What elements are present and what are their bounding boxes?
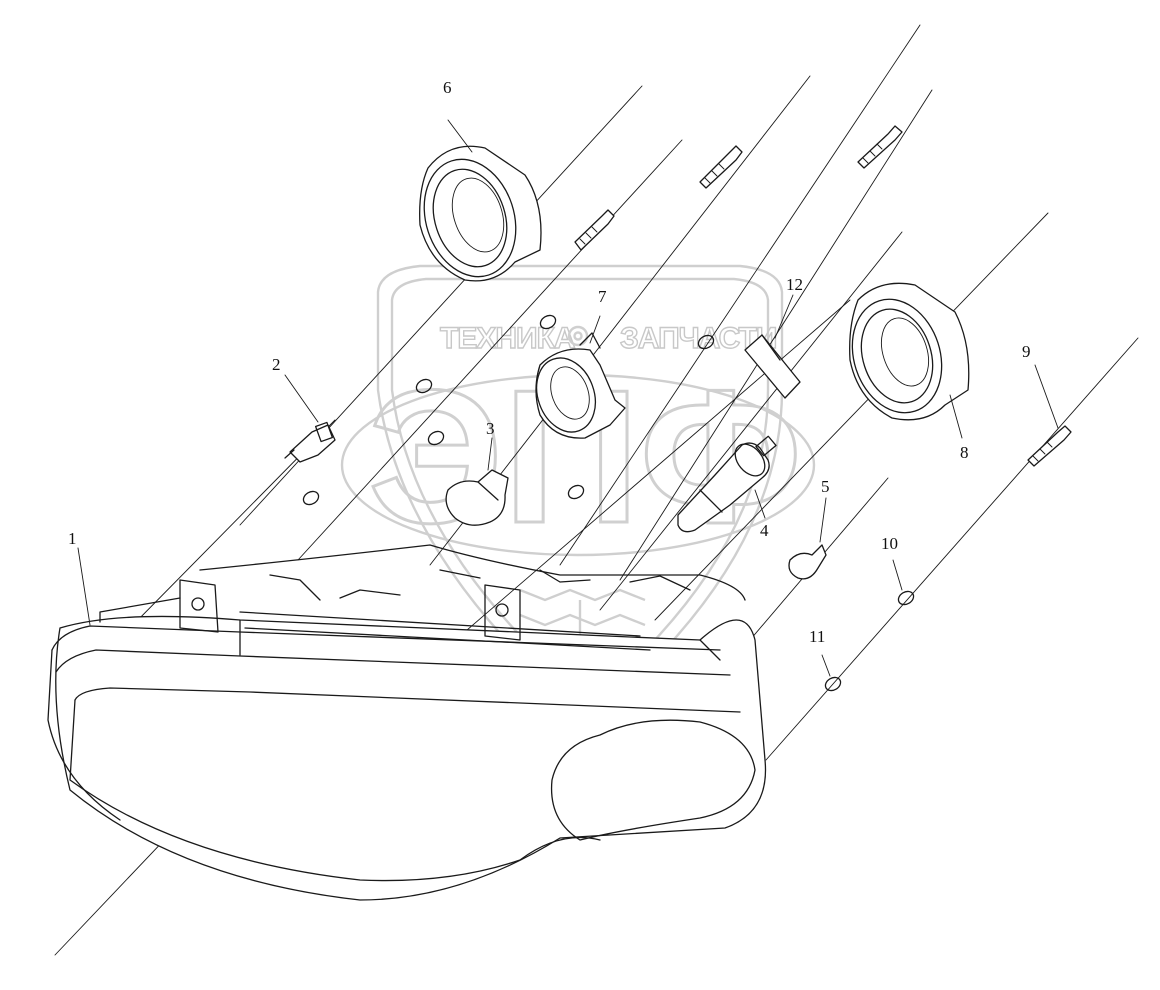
bolt <box>574 209 615 251</box>
washer <box>415 378 433 394</box>
callout-11: 11 <box>809 627 825 646</box>
watermark-left-word: ТЕХНИКА <box>440 322 575 355</box>
washer-10 <box>897 590 915 606</box>
callout-12: 12 <box>786 275 803 294</box>
washer <box>539 314 557 330</box>
cover-block <box>744 294 801 399</box>
callout-7: 7 <box>598 287 607 306</box>
callout-5: 5 <box>821 477 830 496</box>
callout-labels: 1 2 3 4 5 6 7 8 9 10 11 12 <box>68 78 1031 646</box>
reflector-ring-right <box>849 282 970 439</box>
callout-leaders <box>77 547 91 626</box>
bulb-3 <box>445 437 509 526</box>
callout-2: 2 <box>272 355 281 374</box>
bolt <box>699 145 743 189</box>
callout-3: 3 <box>486 419 495 438</box>
headlamp-housing <box>47 544 767 901</box>
small-bulb-5 <box>788 497 827 580</box>
connector-bulb <box>284 374 336 463</box>
bolt <box>857 125 903 169</box>
callout-6: 6 <box>443 78 452 97</box>
washer <box>567 484 585 500</box>
bolts <box>574 125 1072 467</box>
callout-9: 9 <box>1022 342 1031 361</box>
washer <box>302 490 320 506</box>
washer <box>427 430 445 446</box>
callout-8: 8 <box>960 443 969 462</box>
bulb-socket-holder <box>535 315 626 439</box>
bolt-9 <box>1027 364 1072 467</box>
washer-11 <box>824 676 842 692</box>
callout-1: 1 <box>68 529 77 548</box>
callout-4: 4 <box>760 521 769 540</box>
washers <box>302 314 915 692</box>
gear-icon <box>567 325 589 347</box>
reflector-ring-top <box>419 119 542 282</box>
halogen-bulb-4 <box>677 435 777 533</box>
washer <box>697 334 715 350</box>
callout-10: 10 <box>881 534 898 553</box>
